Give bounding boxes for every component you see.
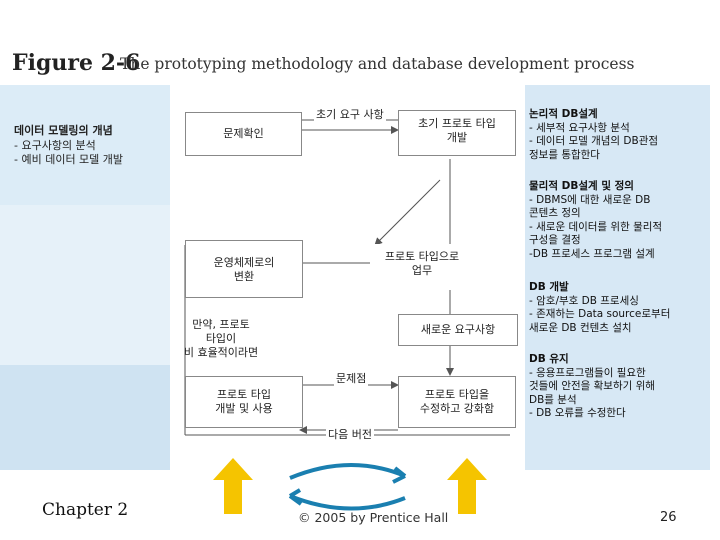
initial-requirements-label: 초기 요구 사항 [314,108,386,122]
title-bar [0,42,720,82]
convert-to-os-line: 변환 [233,270,255,283]
section-line: -DB 프로세스 프로그램 설계 [529,247,655,260]
section-line: 것들에 안전을 확보하기 위해 [529,380,655,392]
section-line: - 암호/부호 DB 프로세싱 [529,294,639,307]
copyright-label: © 2005 by Prentice Hall [298,510,449,525]
problems-label: 문제점 [334,372,369,386]
section-line: - 세부적 요구사항 분석 [529,121,630,134]
develop-use-box: 프로토 타입 개발 및 사용 [185,376,303,428]
identify-problem-box: 문제확인 [185,112,302,156]
chapter-label: Chapter 2 [42,500,129,520]
if-inefficient-line: 비 효율적이라면 [183,346,259,359]
revise-enhance-line: 수정하고 강화함 [419,402,495,415]
logical-design-section: 논리적 DB설계 - 세부적 요구사항 분석 - 데이터 모델 개념의 DB관점… [529,108,707,162]
convert-to-os-line: 운영체제로의 [213,256,275,269]
section-line: 새로운 DB 컨텐츠 설치 [529,321,632,334]
prototype-work-box: 프로토 타입으로 업무 [370,244,474,284]
cycle-arrow-icon [289,463,406,480]
cycle-arrow-icon [289,494,406,511]
connector-arrow [374,179,441,246]
develop-use-line: 프로토 타입 [216,388,272,401]
develop-use-line: 개발 및 사용 [215,402,273,415]
new-requirements-text: 새로운 요구사항 [420,323,496,336]
section-line: - 데이터 모델 개념의 DB관점 [529,135,659,147]
up-arrow-icon [213,458,253,514]
section-title: DB 개발 [529,281,569,293]
page-number: 26 [660,510,677,525]
right-description-panel [525,85,710,470]
left-panel-item: - 요구사항의 분석 [14,139,96,152]
next-version-label: 다음 버전 [326,428,374,442]
revise-enhance-line: 프로토 타입을 [424,388,490,401]
if-inefficient-label: 만약, 프로토 타입이 비 효율적이라면 [175,318,267,360]
section-line: - DBMS에 대한 새로운 DB [529,193,651,206]
convert-to-os-box: 운영체제로의 변환 [185,240,303,298]
initial-prototype-line: 초기 프로토 타입 [418,117,496,130]
left-panel-title: 데이터 모델링의 개념 [14,124,113,137]
initial-prototype-line: 개발 [446,131,468,144]
section-title: DB 유지 [529,353,569,365]
left-empty-panel [0,205,170,365]
identify-problem-text: 문제확인 [223,127,264,140]
db-development-section: DB 개발 - 암호/부호 DB 프로세싱 - 존재하는 Data source… [529,281,707,335]
left-panel-item: - 예비 데이터 모델 개발 [14,153,124,166]
figure-caption: The prototyping methodology and database… [120,55,635,73]
prototype-work-line: 업무 [411,264,433,277]
section-line: - 새로운 데이터를 위한 물리적 [529,220,663,233]
section-line: 구성을 결정 [529,234,581,246]
section-line: DB를 분석 [529,393,577,406]
section-title: 물리적 DB설계 및 정의 [529,180,634,192]
bottom-arrows [213,458,487,514]
new-requirements-box: 새로운 요구사항 [398,314,518,346]
section-title: 논리적 DB설계 [529,108,598,120]
if-inefficient-line: 타입이 [205,332,237,345]
section-line: - DB 오류를 수정한다 [529,407,626,419]
if-inefficient-line: 만약, 프로토 [192,318,250,331]
section-line: - 존재하는 Data source로부터 [529,308,671,320]
left-concept-panel [0,85,170,205]
physical-design-section: 물리적 DB설계 및 정의 - DBMS에 대한 새로운 DB 콘텐츠 정의 -… [529,180,707,261]
section-line: 콘텐츠 정의 [529,207,581,219]
figure-label: Figure 2-6 [12,50,141,76]
section-line: - 응용프로그램들이 필요한 [529,366,646,379]
up-arrow-icon [447,458,487,514]
db-maintenance-section: DB 유지 - 응용프로그램들이 필요한 것들에 안전을 확보하기 위해 DB를… [529,353,707,421]
section-line: 정보를 통합한다 [529,148,600,161]
prototype-work-line: 프로토 타입으로 [384,250,460,263]
initial-prototype-box: 초기 프로토 타입 개발 [398,110,516,156]
revise-enhance-box: 프로토 타입을 수정하고 강화함 [398,376,516,428]
